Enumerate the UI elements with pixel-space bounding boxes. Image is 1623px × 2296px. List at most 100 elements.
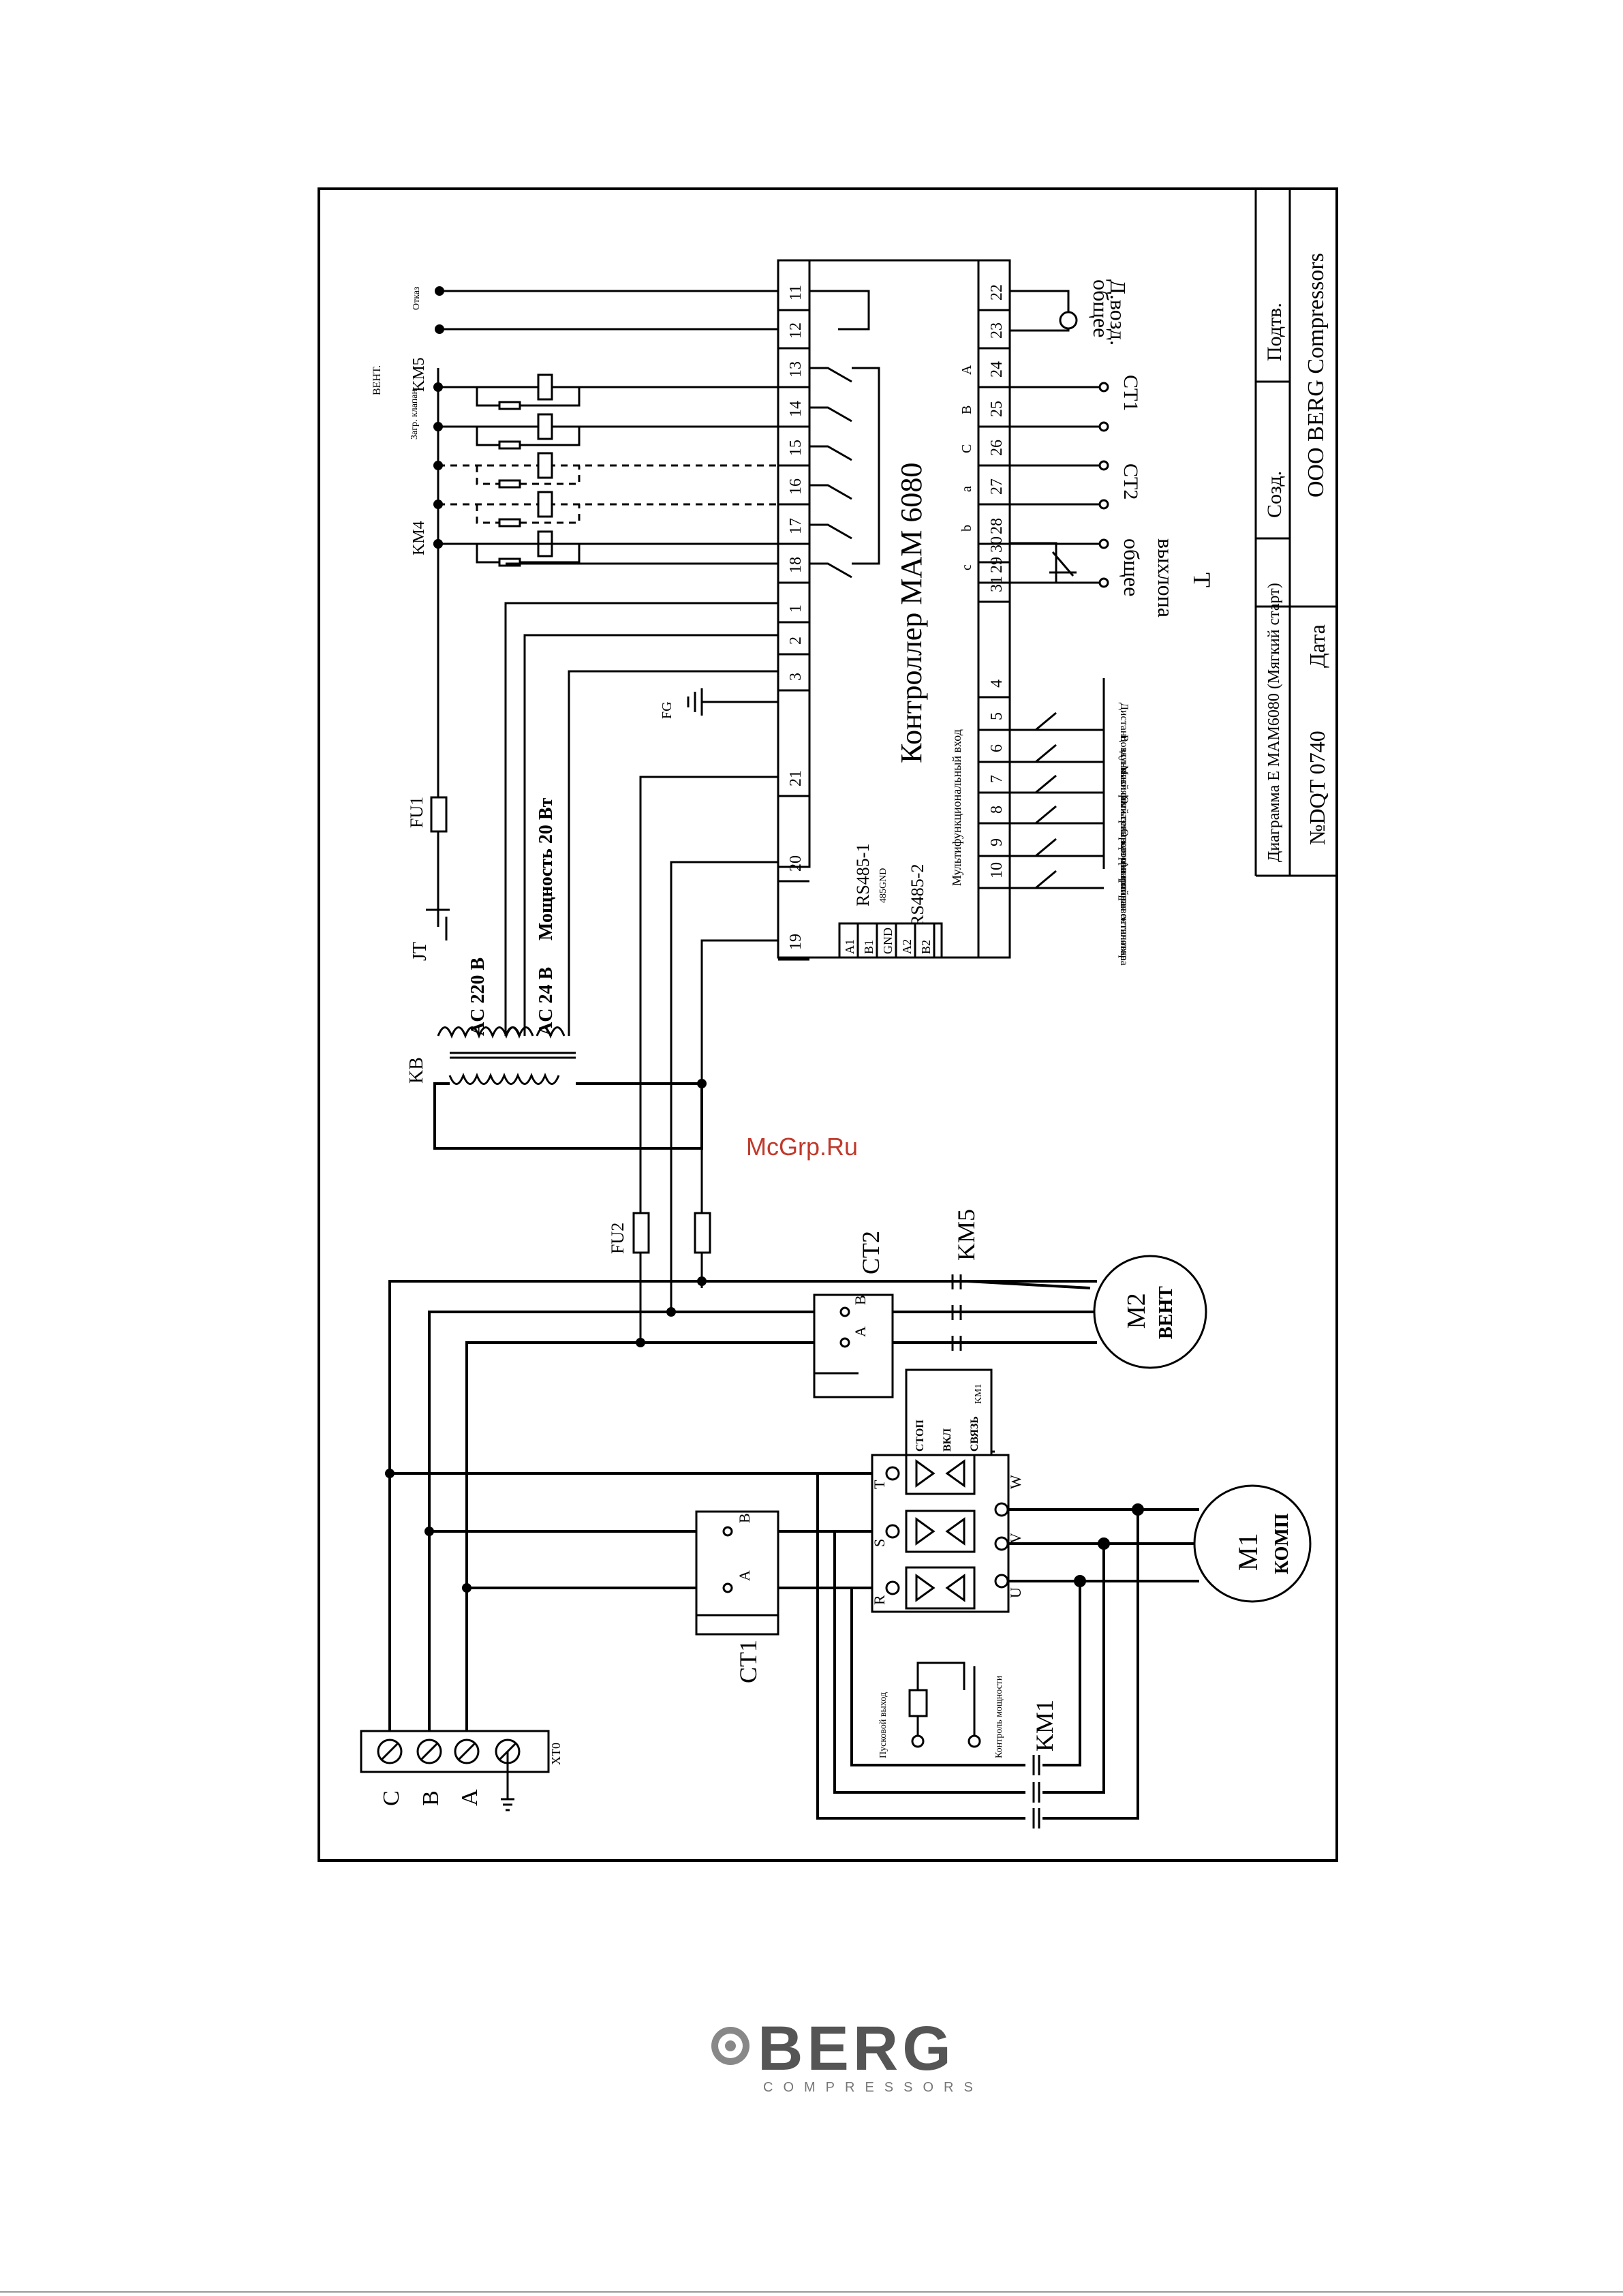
- ct1-term-a: A: [736, 1570, 753, 1581]
- phase-r: R: [871, 1595, 888, 1605]
- m2-name: ВЕНТ: [1156, 1286, 1177, 1339]
- km4-label: KM4: [410, 521, 428, 555]
- ct-letter-b: b: [959, 525, 974, 532]
- terminal-block-xt0: XT0 C B A: [360, 1730, 563, 1811]
- controller-terminal-19: 19: [787, 934, 805, 950]
- ct1-right-label: CT1: [1119, 375, 1142, 411]
- km5-label: KM5: [410, 357, 428, 392]
- controller-terminal-14: 14: [787, 401, 805, 417]
- kb-label: KB: [406, 1057, 427, 1084]
- input-label-1: Дистанц. вкл-выкл: [1118, 703, 1130, 791]
- controller-terminal-10: 10: [988, 862, 1006, 878]
- temp-label: T: [1188, 572, 1216, 587]
- ac220-label: AC 220 В: [467, 958, 489, 1036]
- controller-terminal-22: 22: [988, 284, 1006, 301]
- watermark: McGrp.Ru: [746, 1133, 859, 1161]
- controller-terminal-5: 5: [988, 712, 1006, 720]
- controller-terminal-11: 11: [787, 285, 805, 301]
- multi-input-label: Мультифункциональный вход: [950, 729, 963, 886]
- phase-u: U: [1007, 1587, 1024, 1598]
- phase-t: T: [871, 1480, 888, 1489]
- ct-letter-a: a: [959, 486, 974, 492]
- phase-a-label: A: [457, 1789, 482, 1806]
- controller-terminal-23: 23: [988, 322, 1006, 339]
- doc-number: №DQT 0740: [1305, 731, 1329, 845]
- ct2-term-b: B: [852, 1295, 869, 1305]
- title-block: Подтв. Созд. ООО BERG Compressors Диагра…: [1254, 189, 1337, 877]
- controller-terminal-18: 18: [787, 557, 805, 573]
- page-rule: [0, 2291, 1623, 2293]
- controller-terminal-13: 13: [787, 361, 805, 378]
- controller-terminal-20: 20: [787, 855, 805, 872]
- controller: Контроллер МАМ 6080 Мультифункциональный…: [777, 259, 1011, 961]
- load-valve-label: Загр. клапан: [409, 389, 420, 440]
- monitor-label: Контроль мощности: [994, 1675, 1004, 1758]
- controller-terminal-26: 26: [988, 440, 1006, 456]
- pressure-sensor-label: Д.возд.: [1106, 279, 1130, 346]
- controller-terminal-29: 29: [988, 557, 1006, 573]
- phase-s: S: [871, 1539, 888, 1547]
- alarm-label: Отказ: [412, 286, 422, 310]
- controller-terminal-25: 25: [988, 401, 1006, 417]
- controller-terminal-4: 4: [988, 679, 1006, 688]
- temp-sub1: выхлопа: [1154, 538, 1178, 617]
- m2-label: M2: [1122, 1293, 1151, 1329]
- controller-terminal-30: 30: [988, 536, 1006, 553]
- ct2-term-a: A: [852, 1326, 869, 1337]
- controller-terminal-2: 2: [787, 637, 805, 645]
- power-label: Мощность 20 Вт: [536, 798, 557, 940]
- input-label-6: Аварийная остановка: [1118, 861, 1130, 961]
- km1-label: KM1: [1031, 1700, 1058, 1751]
- ac24-label: AC 24 В: [536, 967, 557, 1036]
- fan-label: ВЕНТ.: [371, 365, 383, 395]
- rs-pin-b1: B1: [862, 940, 876, 954]
- controller-terminal-17: 17: [787, 518, 805, 534]
- phase-b-label: B: [418, 1790, 444, 1806]
- ss-on: ВКЛ: [942, 1428, 953, 1452]
- input-label-4: Отказ инвертора мотора: [1118, 796, 1130, 908]
- phase-c-label: C: [379, 1790, 404, 1806]
- phase-v: V: [1007, 1533, 1024, 1544]
- rs-pin-b2: B2: [919, 940, 933, 954]
- controller-terminal-12: 12: [787, 322, 805, 339]
- rs485-1-label: RS485-1: [853, 844, 873, 906]
- ct-letter-c: c: [959, 564, 974, 570]
- ct-letter-B: B: [959, 405, 974, 414]
- controller-terminal-6: 6: [988, 744, 1006, 752]
- bypass-label: Пусковой выход: [878, 1692, 888, 1758]
- diagram-title: Диаграмма E MAM6080 (Мягкий старт): [1265, 583, 1283, 862]
- berg-logo: BERG COMPRESSORS: [709, 2017, 1008, 2099]
- date-label: Дата: [1305, 624, 1329, 668]
- rs-pin-gnd: GND: [881, 928, 895, 954]
- km5-power-label: KM5: [953, 1209, 980, 1261]
- temp-sub2: общее: [1119, 538, 1144, 596]
- controller-name: Контроллер МАМ 6080: [895, 463, 928, 763]
- approved-label: Подтв.: [1263, 303, 1286, 361]
- company-name: ООО BERG Compressors: [1303, 253, 1329, 498]
- input-label-3: Масляный сепаратор: [1118, 765, 1130, 863]
- phase-w: W: [1007, 1475, 1024, 1489]
- controller-terminal-27: 27: [988, 478, 1006, 495]
- controller-terminal-7: 7: [988, 775, 1006, 783]
- created-label: Созд.: [1263, 471, 1286, 518]
- controller-terminal-3: 3: [787, 673, 805, 681]
- transformer: KB AC 220 В AC 24 В Мощность 20 Вт: [406, 798, 576, 1085]
- ct1-term-b: B: [736, 1513, 753, 1523]
- rs-pin-a2: A2: [900, 939, 914, 954]
- fg-label: FG: [660, 701, 675, 719]
- pressure-common-label: общее: [1089, 279, 1113, 337]
- fu2-label: FU2: [608, 1223, 628, 1254]
- xt0-label: XT0: [549, 1743, 563, 1765]
- controller-terminal-1: 1: [787, 604, 805, 613]
- controller-terminal-15: 15: [787, 440, 805, 456]
- signal-wiring: Д.возд. общее CT1 CT2 T выхлопа общее Ди…: [1010, 279, 1216, 966]
- jt-label: JT: [409, 942, 431, 961]
- power-section: B A CT2 KM5 M2 ВЕНТ B A CT1 R S T U V W: [385, 1209, 1312, 1828]
- logo-word: BERG: [758, 2014, 955, 2083]
- controller-terminal-24: 24: [988, 361, 1006, 378]
- controller-terminal-31: 31: [988, 576, 1006, 592]
- controller-terminal-16: 16: [787, 478, 805, 495]
- controller-terminal-8: 8: [988, 806, 1006, 814]
- ct2-label: CT2: [857, 1231, 884, 1274]
